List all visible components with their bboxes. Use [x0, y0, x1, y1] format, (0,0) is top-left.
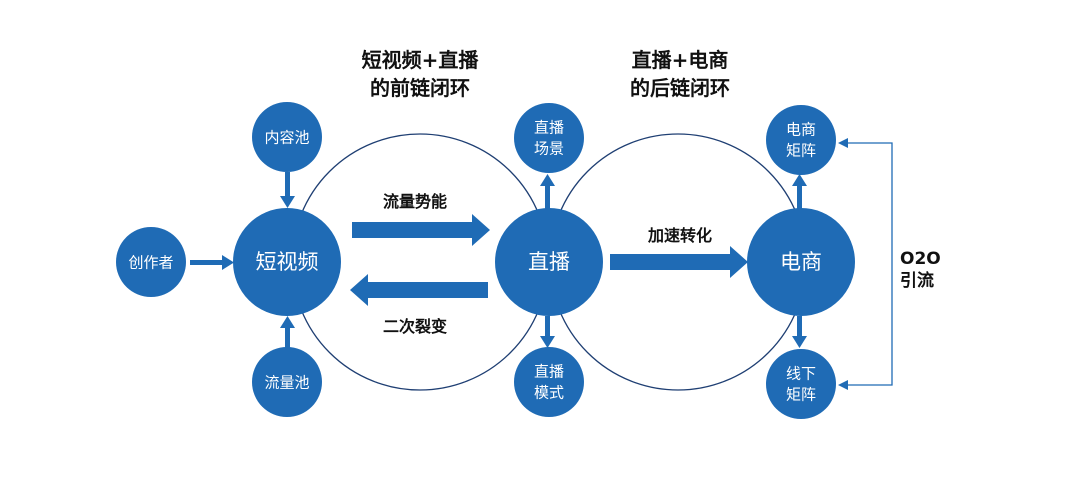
short-video-label: 短视频: [256, 250, 319, 274]
o2o-label-line1: O2O: [900, 249, 941, 269]
o2o-label-line2: 引流: [900, 271, 934, 291]
live-mode-label-line1: 直播: [534, 363, 564, 381]
accelerated-conversion-label: 加速转化: [647, 226, 712, 245]
content-pool-label: 内容池: [264, 129, 309, 147]
traffic-pool-node: [252, 347, 322, 417]
accelerated-conversion-arrow: [610, 246, 748, 278]
o2o-label: O2O 引流: [900, 248, 950, 292]
creator-label: 创作者: [128, 254, 173, 272]
content-pool-node: [252, 102, 322, 172]
back-loop-heading-line2: 的后链闭环: [630, 76, 730, 100]
ecom-matrix-label-line2: 矩阵: [786, 142, 816, 160]
traffic-pool-label: 流量池: [264, 374, 309, 392]
front-loop-heading-line2: 的前链闭环: [370, 76, 470, 100]
live-scene-arrow-head: [540, 174, 555, 186]
live-node: [495, 208, 603, 316]
traffic-pool-arrow-head: [280, 316, 295, 328]
offline-matrix-arrow-shaft: [797, 316, 802, 336]
short-video-node: [233, 208, 341, 316]
content-pool-arrow-head: [280, 196, 295, 208]
live-scene-node: [514, 103, 584, 173]
offline-matrix-label-line2: 矩阵: [786, 386, 816, 404]
offline-matrix-node: [766, 349, 836, 419]
back-loop-heading-line1: 直播+电商: [631, 48, 729, 72]
creator-arrow-shaft: [190, 260, 222, 265]
live-mode-arrow-shaft: [545, 316, 550, 336]
traffic-potential-arrow: [352, 214, 490, 246]
front-loop-heading-line1: 短视频+直播: [361, 48, 479, 72]
live-scene-label-line1: 直播: [534, 119, 564, 137]
ecom-matrix-label-line1: 电商: [786, 121, 816, 139]
back-loop-heading: 直播+电商 的后链闭环: [585, 46, 775, 102]
ecom-matrix-arrow-head: [792, 174, 807, 186]
traffic-pool-arrow-shaft: [285, 328, 290, 348]
ecom-matrix-arrow-shaft: [797, 186, 802, 210]
creator-node: [116, 227, 186, 297]
offline-matrix-label-line1: 线下: [786, 365, 816, 383]
ecom-matrix-node: [766, 105, 836, 175]
o2o-arrowhead-bottom: [838, 380, 848, 390]
live-label: 直播: [528, 250, 570, 274]
traffic-potential-label: 流量势能: [382, 192, 447, 211]
live-scene-arrow-shaft: [545, 186, 550, 210]
live-mode-arrow-head: [540, 336, 555, 348]
o2o-arrowhead-top: [838, 138, 848, 148]
content-pool-arrow-shaft: [285, 172, 290, 196]
ecommerce-label: 电商: [780, 250, 822, 274]
secondary-fission-arrow: [350, 274, 488, 306]
offline-matrix-arrow-head: [792, 336, 807, 348]
secondary-fission-label: 二次裂变: [382, 317, 447, 336]
live-mode-label-line2: 模式: [534, 384, 564, 402]
ecommerce-node: [747, 208, 855, 316]
o2o-bracket-line: [845, 142, 893, 386]
creator-arrow-head: [222, 255, 234, 270]
live-mode-node: [514, 347, 584, 417]
live-scene-label-line2: 场景: [534, 140, 564, 158]
front-loop-heading: 短视频+直播 的前链闭环: [325, 46, 515, 102]
